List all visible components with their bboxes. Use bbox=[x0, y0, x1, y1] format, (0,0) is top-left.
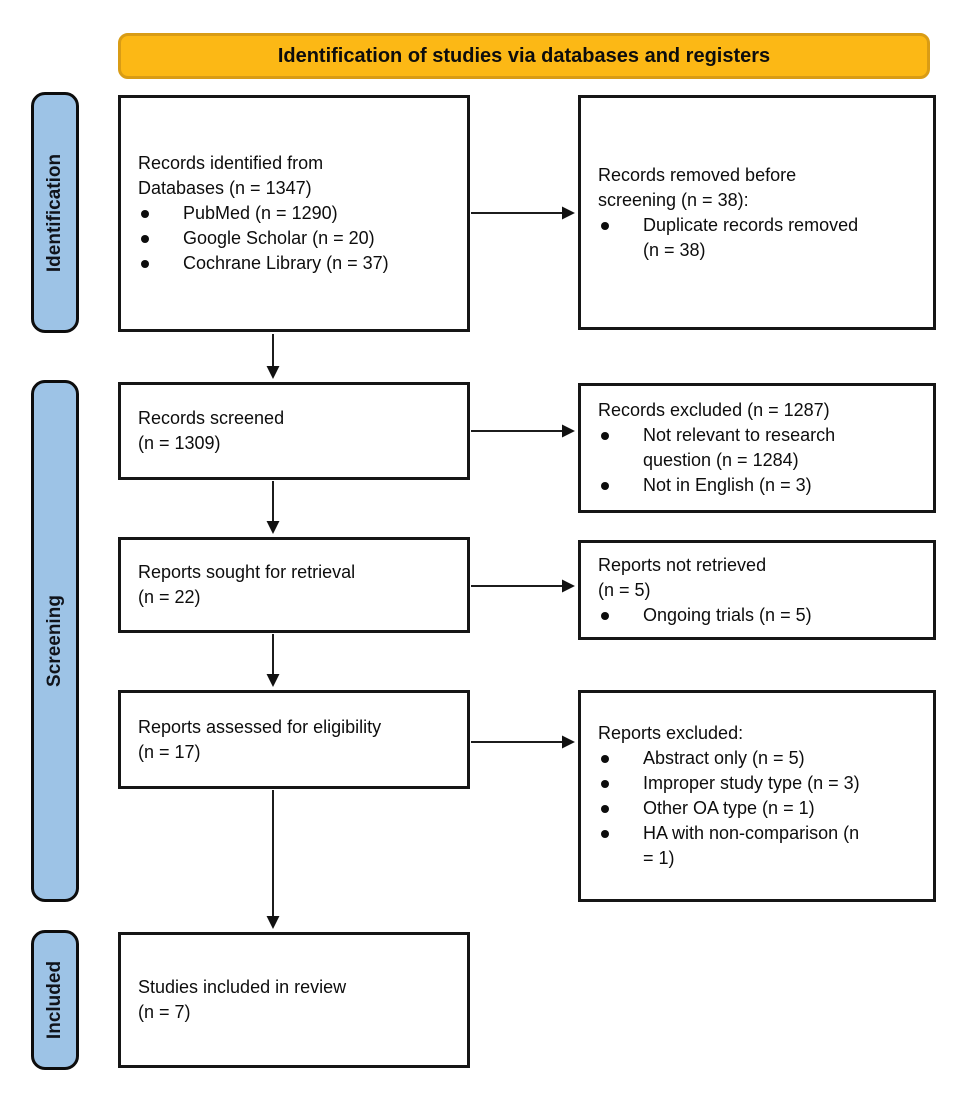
bullet-item: HA with non-comparison (n = 1) bbox=[598, 821, 921, 871]
box-reports-not-retrieved-heading: Reports not retrieved (n = 5) bbox=[598, 554, 767, 600]
reports-excluded-bullet-list: Abstract only (n = 5) Improper study typ… bbox=[598, 746, 921, 871]
sidebar-identification: Identification bbox=[31, 92, 79, 333]
banner-title: Identification of studies via databases … bbox=[118, 33, 930, 79]
bullet-item: Google Scholar (n = 20) bbox=[138, 226, 455, 251]
box-records-identified: Records identified from Databases (n = 1… bbox=[118, 95, 470, 332]
records-identified-bullet-list: PubMed (n = 1290) Google Scholar (n = 20… bbox=[138, 201, 455, 276]
box-records-identified-heading: Records identified from Databases (n = 1… bbox=[138, 153, 324, 198]
sidebar-identification-label: Identification bbox=[44, 153, 66, 272]
records-removed-bullet-list: Duplicate records removed (n = 38) bbox=[598, 213, 921, 263]
box-studies-included-heading: Studies included in review (n = 7) bbox=[138, 977, 347, 1022]
bullet-item: Cochrane Library (n = 37) bbox=[138, 251, 455, 276]
bullet-item: PubMed (n = 1290) bbox=[138, 201, 455, 226]
bullet-item: Duplicate records removed (n = 38) bbox=[598, 213, 921, 263]
bullet-item: Other OA type (n = 1) bbox=[598, 796, 921, 821]
bullet-item: Not in English (n = 3) bbox=[598, 473, 921, 498]
box-records-excluded: Records excluded (n = 1287) Not relevant… bbox=[578, 383, 936, 513]
box-records-screened: Records screened (n = 1309) bbox=[118, 382, 470, 480]
bullet-item: Abstract only (n = 5) bbox=[598, 746, 921, 771]
box-reports-assessed: Reports assessed for eligibility (n = 17… bbox=[118, 690, 470, 789]
box-records-removed: Records removed before screening (n = 38… bbox=[578, 95, 936, 330]
box-reports-excluded: Reports excluded: Abstract only (n = 5) … bbox=[578, 690, 936, 902]
box-reports-sought-heading: Reports sought for retrieval (n = 22) bbox=[138, 562, 356, 607]
box-reports-not-retrieved: Reports not retrieved (n = 5) Ongoing tr… bbox=[578, 540, 936, 640]
box-records-screened-heading: Records screened (n = 1309) bbox=[138, 408, 285, 453]
sidebar-screening-label: Screening bbox=[44, 595, 65, 687]
sidebar-included-label: Included bbox=[44, 960, 65, 1040]
sidebar-screening: Screening bbox=[31, 380, 79, 902]
box-reports-excluded-heading: Reports excluded: bbox=[598, 723, 744, 743]
records-excluded-bullet-list: Not relevant to research question (n = 1… bbox=[598, 423, 921, 498]
reports-not-retrieved-bullet-list: Ongoing trials (n = 5) bbox=[598, 603, 921, 628]
box-studies-included: Studies included in review (n = 7) bbox=[118, 932, 470, 1068]
bullet-item: Improper study type (n = 3) bbox=[598, 771, 921, 796]
box-reports-assessed-heading: Reports assessed for eligibility (n = 17… bbox=[138, 716, 382, 762]
box-records-removed-heading: Records removed before screening (n = 38… bbox=[598, 164, 797, 210]
bullet-item: Not relevant to research question (n = 1… bbox=[598, 423, 921, 473]
box-records-excluded-heading: Records excluded (n = 1287) bbox=[598, 400, 830, 420]
sidebar-included: Included bbox=[31, 930, 79, 1070]
box-reports-sought: Reports sought for retrieval (n = 22) bbox=[118, 537, 470, 633]
bullet-item: Ongoing trials (n = 5) bbox=[598, 603, 921, 628]
